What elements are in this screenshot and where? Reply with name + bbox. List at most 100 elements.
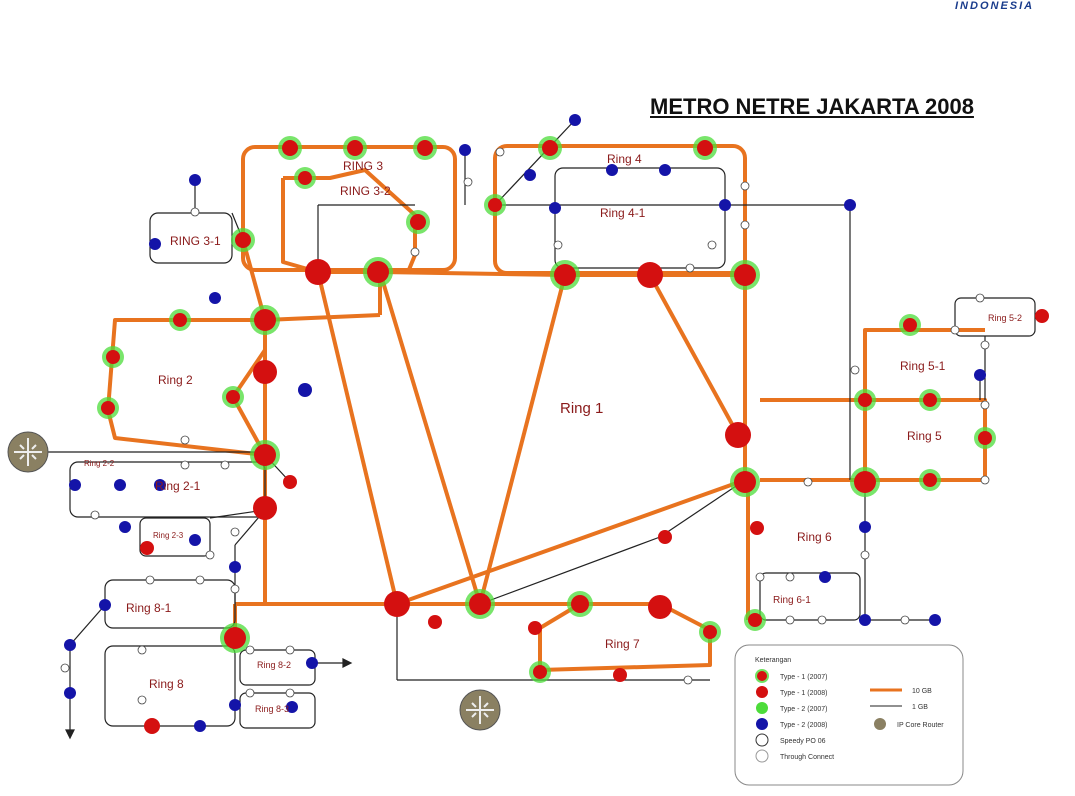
node-through-connect[interactable] — [740, 181, 750, 191]
node-through-connect[interactable] — [180, 435, 190, 445]
node-type1-2007[interactable] — [899, 314, 921, 336]
node-type1-2008[interactable] — [1035, 309, 1049, 323]
node-through-connect[interactable] — [685, 263, 695, 273]
node-through-connect[interactable] — [245, 688, 255, 698]
node-through-connect[interactable] — [860, 550, 870, 560]
node-type2-2008[interactable] — [189, 534, 201, 546]
node-through-connect[interactable] — [980, 340, 990, 350]
node-type1-2008[interactable] — [305, 259, 331, 285]
node-type1-2008[interactable] — [253, 496, 277, 520]
node-through-connect[interactable] — [410, 247, 420, 257]
node-through-connect[interactable] — [755, 572, 765, 582]
node-type2-2008[interactable] — [929, 614, 941, 626]
node-type1-2007[interactable] — [97, 397, 119, 419]
node-type2-2008[interactable] — [286, 701, 298, 713]
node-type1-2007[interactable] — [550, 260, 580, 290]
node-through-connect[interactable] — [495, 147, 505, 157]
node-through-connect[interactable] — [195, 575, 205, 585]
node-through-connect[interactable] — [220, 460, 230, 470]
node-type2-2008[interactable] — [974, 369, 986, 381]
node-through-connect[interactable] — [980, 475, 990, 485]
node-type1-2007[interactable] — [974, 427, 996, 449]
node-type2-2008[interactable] — [189, 174, 201, 186]
node-type2-2008[interactable] — [459, 144, 471, 156]
node-type1-2007[interactable] — [250, 440, 280, 470]
node-type1-2008[interactable] — [283, 475, 297, 489]
node-type2-2008[interactable] — [524, 169, 536, 181]
node-type1-2008[interactable] — [428, 615, 442, 629]
node-type1-2007[interactable] — [699, 621, 721, 643]
node-type2-2008[interactable] — [209, 292, 221, 304]
node-type1-2008[interactable] — [658, 530, 672, 544]
node-type2-2008[interactable] — [606, 164, 618, 176]
node-type1-2007[interactable] — [567, 591, 593, 617]
node-through-connect[interactable] — [230, 584, 240, 594]
node-through-connect[interactable] — [60, 663, 70, 673]
router-icon[interactable] — [459, 689, 501, 731]
node-type1-2008[interactable] — [613, 668, 627, 682]
node-type1-2007[interactable] — [169, 309, 191, 331]
node-type1-2007[interactable] — [413, 136, 437, 160]
node-type2-2008[interactable] — [119, 521, 131, 533]
node-through-connect[interactable] — [975, 293, 985, 303]
node-through-connect[interactable] — [817, 615, 827, 625]
node-type1-2007[interactable] — [854, 389, 876, 411]
node-through-connect[interactable] — [740, 220, 750, 230]
node-type2-2008[interactable] — [844, 199, 856, 211]
node-type1-2007[interactable] — [220, 623, 250, 653]
node-through-connect[interactable] — [285, 645, 295, 655]
node-type1-2007[interactable] — [102, 346, 124, 368]
node-type2-2008[interactable] — [229, 699, 241, 711]
node-through-connect[interactable] — [683, 675, 693, 685]
node-type2-2008[interactable] — [549, 202, 561, 214]
node-type2-2008[interactable] — [64, 687, 76, 699]
node-type1-2007[interactable] — [363, 257, 393, 287]
node-type1-2008[interactable] — [253, 360, 277, 384]
node-type1-2008[interactable] — [637, 262, 663, 288]
node-type2-2008[interactable] — [114, 479, 126, 491]
node-through-connect[interactable] — [285, 688, 295, 698]
node-type1-2007[interactable] — [406, 210, 430, 234]
node-type1-2008[interactable] — [750, 521, 764, 535]
node-through-connect[interactable] — [90, 510, 100, 520]
node-type2-2008[interactable] — [154, 479, 166, 491]
node-type2-2008[interactable] — [229, 561, 241, 573]
node-through-connect[interactable] — [180, 460, 190, 470]
node-type2-2008[interactable] — [719, 199, 731, 211]
node-type1-2007[interactable] — [529, 661, 551, 683]
node-type2-2008[interactable] — [194, 720, 206, 732]
node-type1-2007[interactable] — [730, 260, 760, 290]
node-type1-2007[interactable] — [919, 389, 941, 411]
node-type1-2008[interactable] — [648, 595, 672, 619]
node-type2-2008[interactable] — [64, 639, 76, 651]
node-through-connect[interactable] — [950, 325, 960, 335]
node-type1-2007[interactable] — [231, 228, 255, 252]
node-type2-2008[interactable] — [819, 571, 831, 583]
node-type1-2007[interactable] — [693, 136, 717, 160]
node-type1-2007[interactable] — [730, 467, 760, 497]
node-type2-2008[interactable] — [99, 599, 111, 611]
node-through-connect[interactable] — [230, 527, 240, 537]
node-through-connect[interactable] — [553, 240, 563, 250]
node-through-connect[interactable] — [145, 575, 155, 585]
node-through-connect[interactable] — [245, 645, 255, 655]
node-type2-2008[interactable] — [298, 383, 312, 397]
node-through-connect[interactable] — [803, 477, 813, 487]
node-type2-2008[interactable] — [859, 614, 871, 626]
node-through-connect[interactable] — [137, 645, 147, 655]
node-type1-2008[interactable] — [725, 422, 751, 448]
node-type1-2007[interactable] — [484, 194, 506, 216]
node-through-connect[interactable] — [980, 400, 990, 410]
node-type2-2008[interactable] — [69, 479, 81, 491]
node-type1-2007[interactable] — [222, 386, 244, 408]
node-type2-2008[interactable] — [149, 238, 161, 250]
node-type1-2007[interactable] — [278, 136, 302, 160]
node-type1-2008[interactable] — [384, 591, 410, 617]
node-type1-2007[interactable] — [343, 136, 367, 160]
node-type1-2008[interactable] — [144, 718, 160, 734]
node-type1-2007[interactable] — [465, 589, 495, 619]
node-type1-2007[interactable] — [538, 136, 562, 160]
node-type1-2007[interactable] — [744, 609, 766, 631]
node-through-connect[interactable] — [785, 615, 795, 625]
node-through-connect[interactable] — [785, 572, 795, 582]
